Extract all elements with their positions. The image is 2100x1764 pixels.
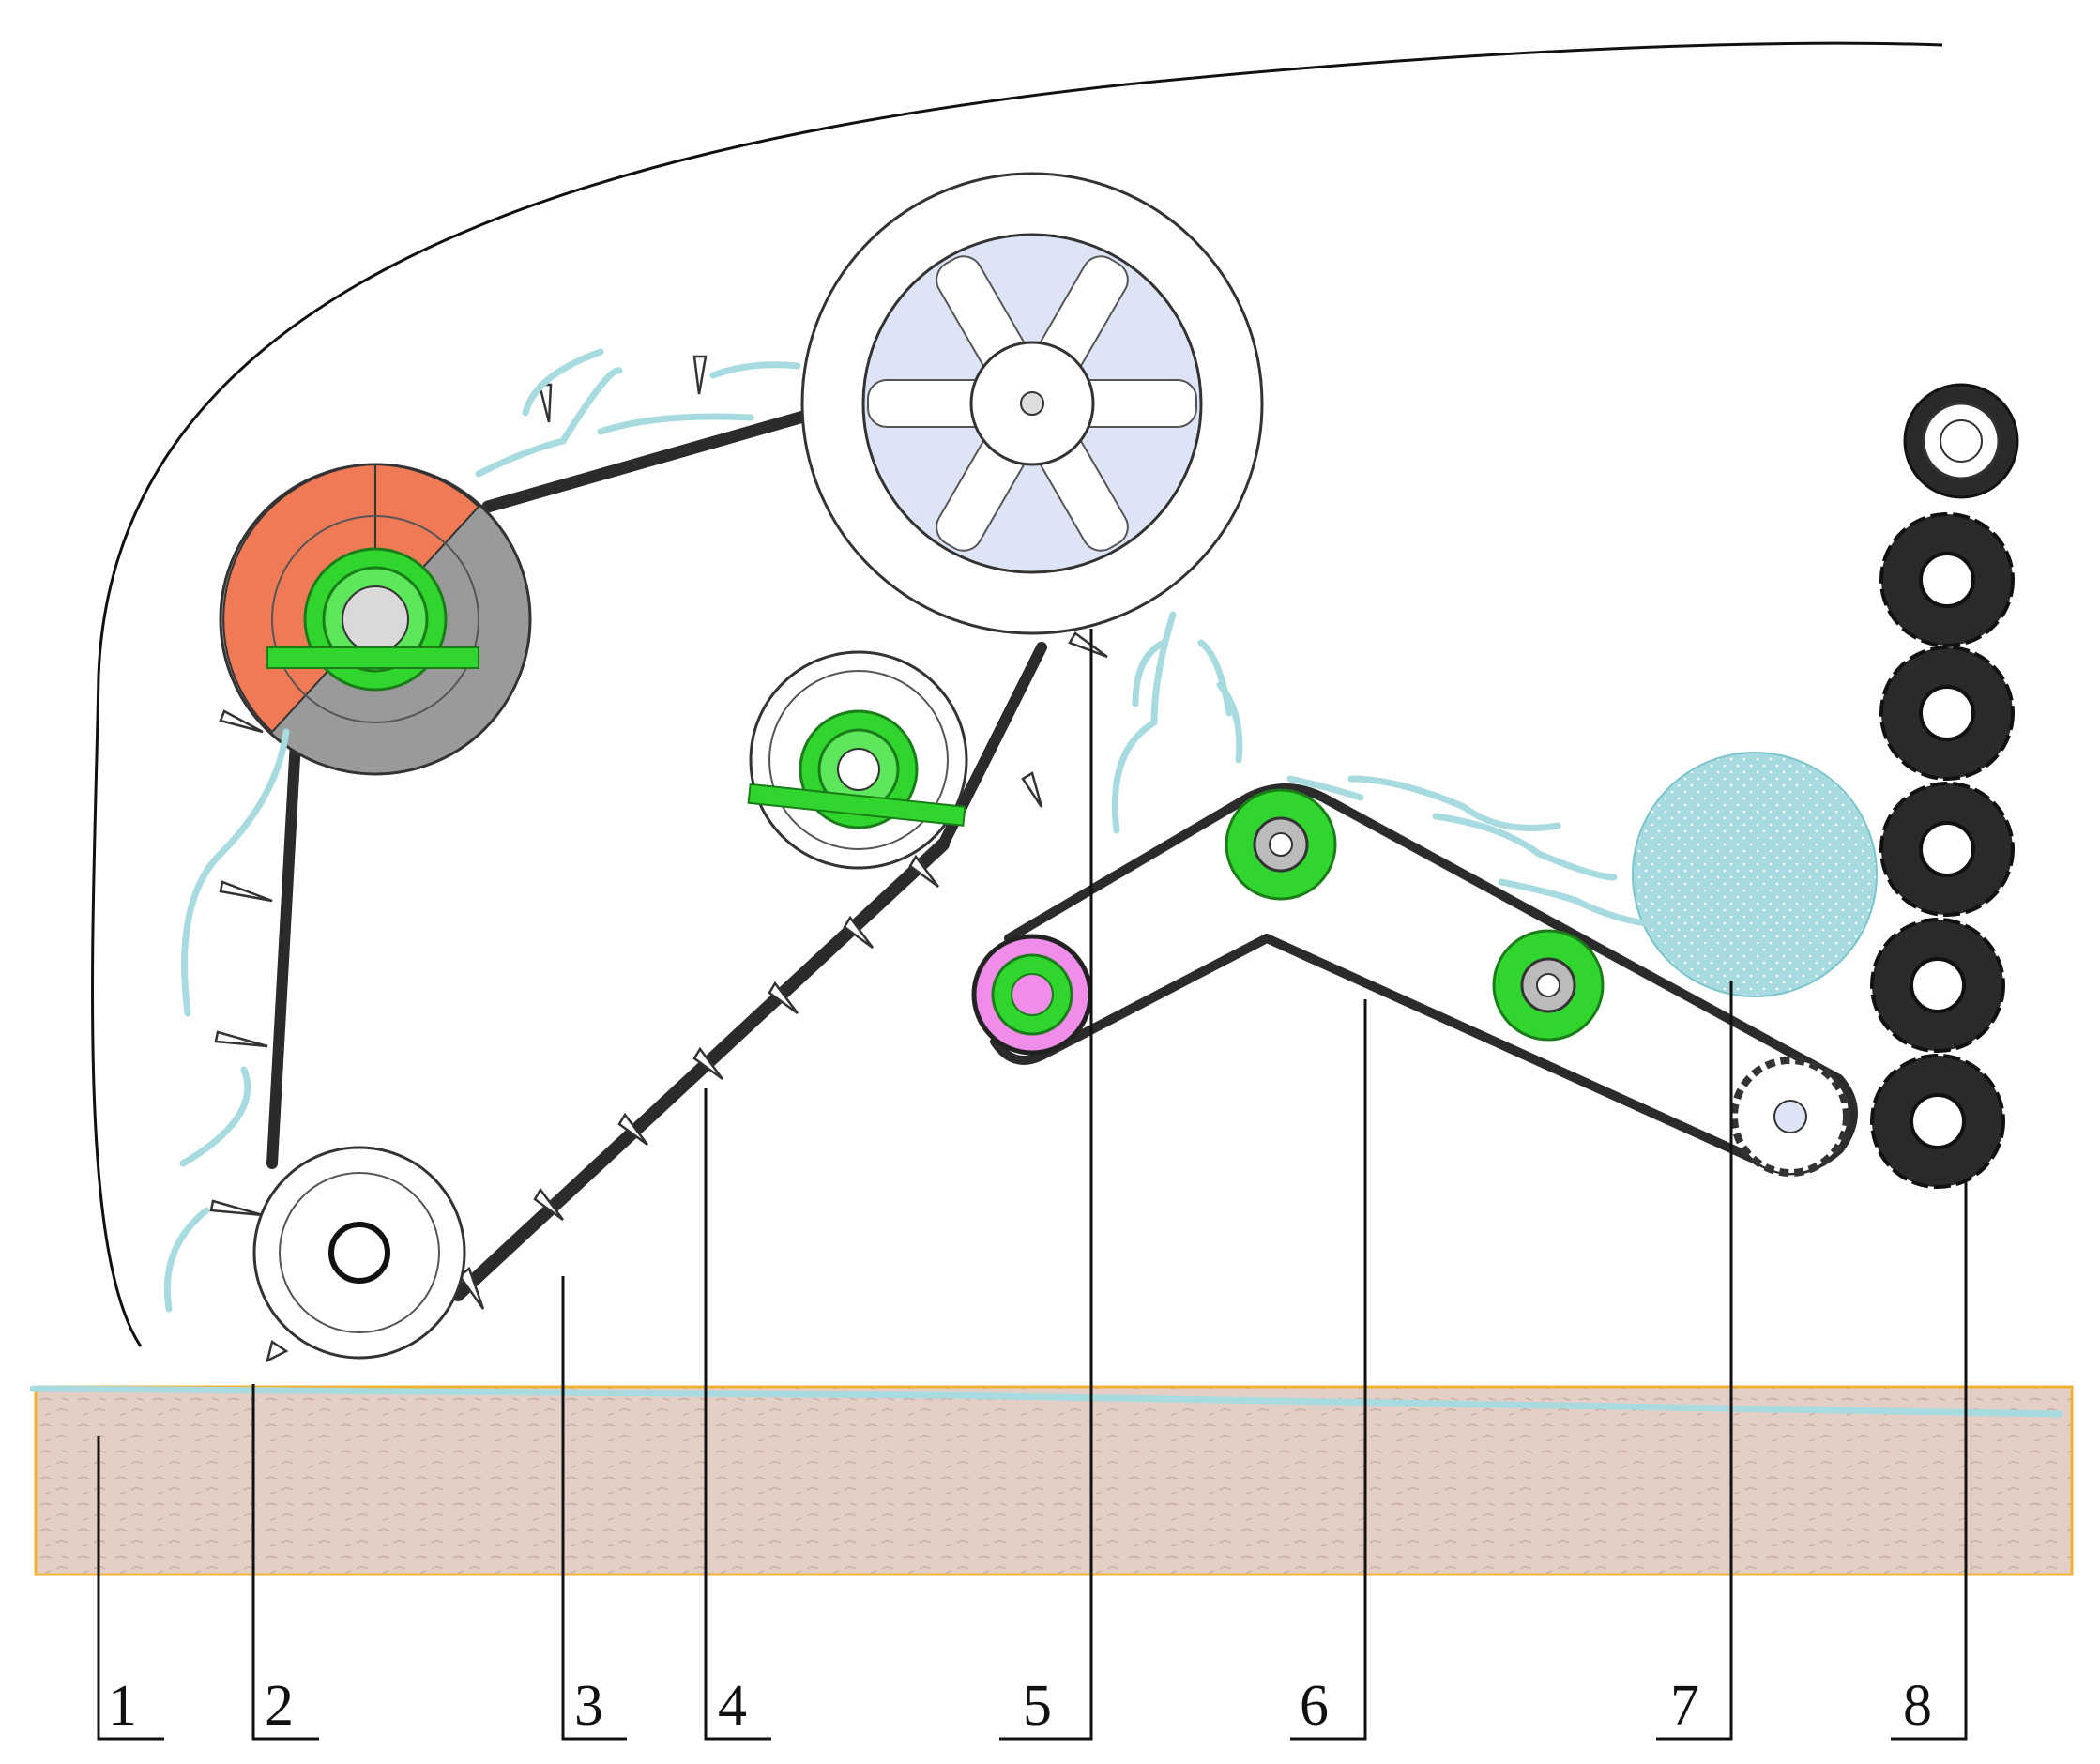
drive-sprocket xyxy=(971,934,1093,1056)
callout-3: 3 xyxy=(574,1674,603,1738)
callout-8: 8 xyxy=(1903,1674,1932,1738)
machine-housing xyxy=(91,41,1943,1347)
leader-7 xyxy=(1656,981,1733,1741)
leader-5 xyxy=(999,629,1093,1741)
soil-layer xyxy=(34,1385,2074,1576)
leader-8 xyxy=(1891,1182,1968,1741)
leader-2 xyxy=(251,1384,319,1741)
upper-belt xyxy=(481,406,823,513)
leader-4 xyxy=(704,1088,771,1741)
callout-5: 5 xyxy=(1023,1674,1052,1738)
callout-leaders xyxy=(97,629,1968,1741)
chain-conveyor xyxy=(971,783,1858,1177)
inclined-belt xyxy=(451,838,950,1301)
fan-wheel xyxy=(800,172,1264,635)
idler-sprocket-lower xyxy=(1492,929,1605,1042)
head-pulley xyxy=(219,463,532,776)
leader-1 xyxy=(97,1436,164,1741)
press-roller-3 xyxy=(1879,646,2015,781)
callout-1: 1 xyxy=(108,1674,137,1738)
fiber-flow xyxy=(163,348,1655,1313)
pickup-roller xyxy=(252,1146,466,1360)
leader-6 xyxy=(1290,999,1367,1741)
press-rollers xyxy=(1870,383,2019,1189)
idler-sprocket-upper xyxy=(1225,788,1337,901)
chain-inner xyxy=(1037,934,1271,1060)
press-roller-6 xyxy=(1870,1054,2005,1189)
press-roller-top xyxy=(1903,383,2019,499)
callout-7: 7 xyxy=(1670,1674,1699,1738)
press-roller-5 xyxy=(1870,918,2005,1053)
tension-pulley xyxy=(747,650,968,870)
press-roller-4 xyxy=(1879,782,2015,917)
leader-3 xyxy=(561,1276,627,1741)
callout-6: 6 xyxy=(1300,1674,1329,1738)
press-roller-2 xyxy=(1879,512,2015,647)
tail-sprocket xyxy=(1730,1057,1850,1177)
fiber-ground-line xyxy=(29,1385,2063,1418)
callout-2: 2 xyxy=(265,1674,294,1738)
callout-4: 4 xyxy=(718,1674,747,1738)
fiber-bale xyxy=(1632,752,1878,997)
callout-labels: 1 2 3 4 5 6 7 8 xyxy=(108,1674,1932,1738)
vertical-belt xyxy=(266,736,301,1169)
